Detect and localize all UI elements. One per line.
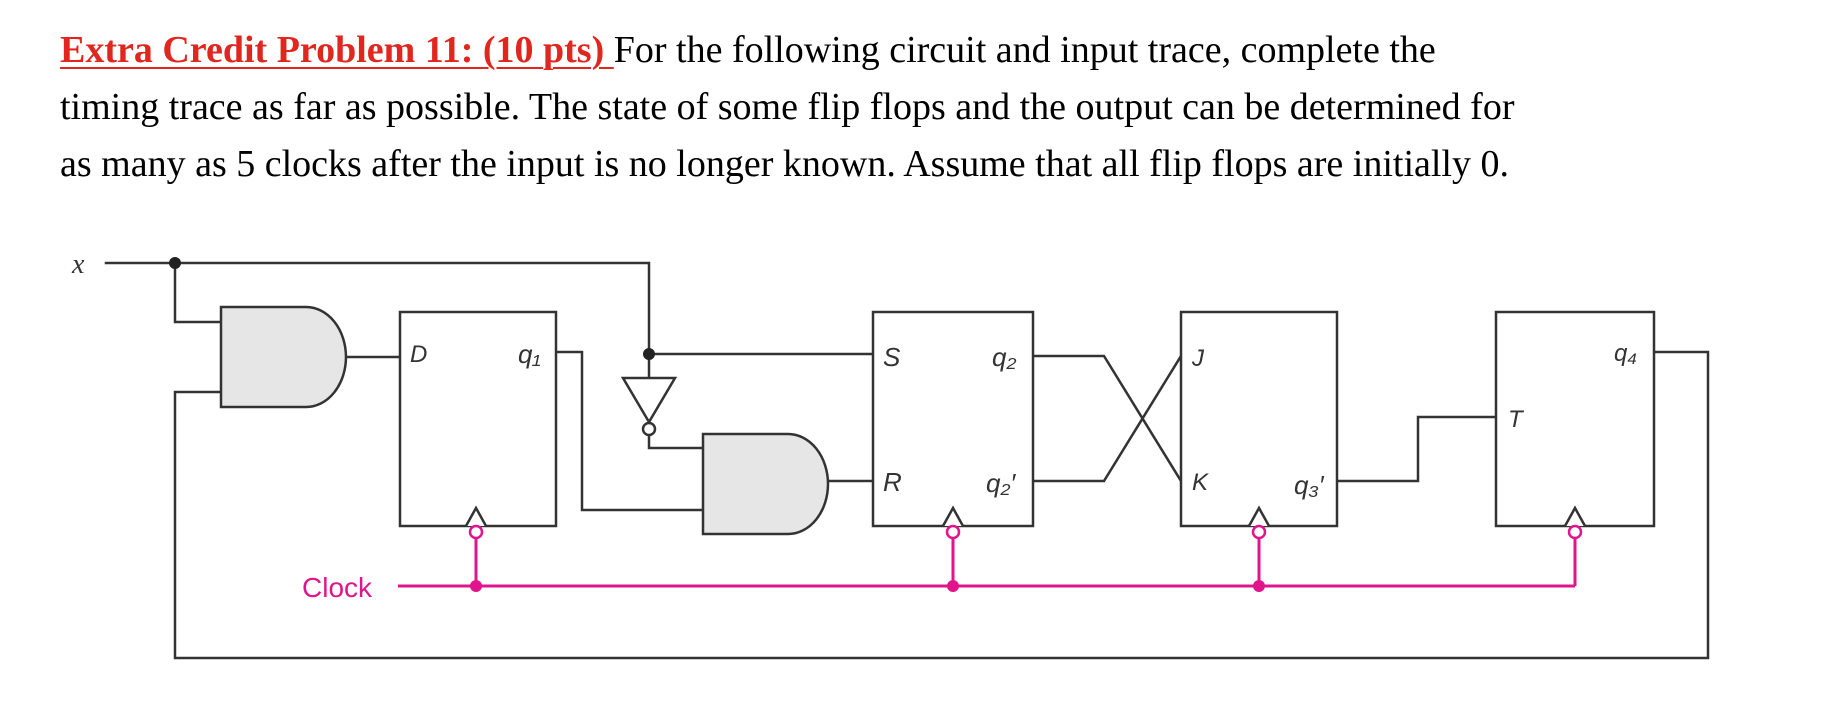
ff1-q1-label: q₁ — [518, 339, 541, 369]
x-input-wire — [104, 261, 651, 356]
inverter-output-wire — [647, 434, 705, 450]
ff1-clock-triangle — [464, 505, 488, 527]
clock-junction-dot-2 — [947, 580, 959, 592]
and-gate-1 — [219, 305, 348, 409]
ff3-k-label: K — [1192, 469, 1209, 496]
clock-junction-dot-3 — [1253, 580, 1265, 592]
ff1-box — [398, 310, 558, 528]
feedback-wire — [173, 350, 1710, 660]
ff2-clock-bubble — [945, 524, 961, 540]
ff2-clock-triangle — [941, 505, 965, 527]
ff2-q2bar-label: q₂′ — [986, 468, 1016, 498]
ff4-t-label: T — [1508, 406, 1525, 433]
ff4-box — [1494, 310, 1656, 528]
ff2-box — [871, 310, 1035, 528]
ff4-clock-triangle — [1563, 505, 1587, 527]
ff2-q2-label: q₂ — [992, 342, 1016, 372]
x-input-label: x — [71, 249, 85, 280]
problem-line-3: as many as 5 clocks after the input is n… — [60, 143, 1509, 185]
problem-heading: Extra Credit Problem 11: (10 pts) — [60, 29, 614, 71]
q2-to-k-wire — [1032, 354, 1183, 483]
ff1-clock-bubble — [468, 524, 484, 540]
q2bar-to-j-wire — [1032, 354, 1183, 483]
ff3-box — [1179, 310, 1339, 528]
s-junction-dot — [643, 348, 655, 360]
clock-junction-dot-1 — [470, 580, 482, 592]
ff3-clock-bubble — [1251, 524, 1267, 540]
inverter-gate — [620, 376, 678, 425]
and-gate-2 — [701, 432, 830, 536]
ff3-j-label: J — [1191, 345, 1205, 372]
q3bar-to-t-wire — [1336, 415, 1498, 483]
x-to-and1-wire — [173, 261, 223, 324]
ff2-r-label: R — [883, 467, 902, 497]
ff2-s-label: S — [883, 342, 901, 372]
ff3-q3bar-label: q₃′ — [1294, 470, 1325, 500]
q1-output-wire — [555, 350, 705, 512]
ff4-q4-label: q₄ — [1614, 340, 1637, 367]
ff1-d-label: D — [410, 341, 427, 368]
ff3-clock-triangle — [1247, 505, 1271, 527]
problem-line-2: timing trace as far as possible. The sta… — [60, 86, 1515, 128]
inverter-bubble — [641, 421, 657, 437]
problem-line-1-text: For the following circuit and input trac… — [613, 29, 1436, 71]
problem-statement: Extra Credit Problem 11: (10 pts) For th… — [60, 22, 1800, 193]
ff4-clock-bubble — [1567, 524, 1583, 540]
x-junction-dot — [169, 257, 181, 269]
problem-line-1: Extra Credit Problem 11: (10 pts) For th… — [60, 22, 1800, 79]
clock-label: Clock — [302, 572, 373, 603]
